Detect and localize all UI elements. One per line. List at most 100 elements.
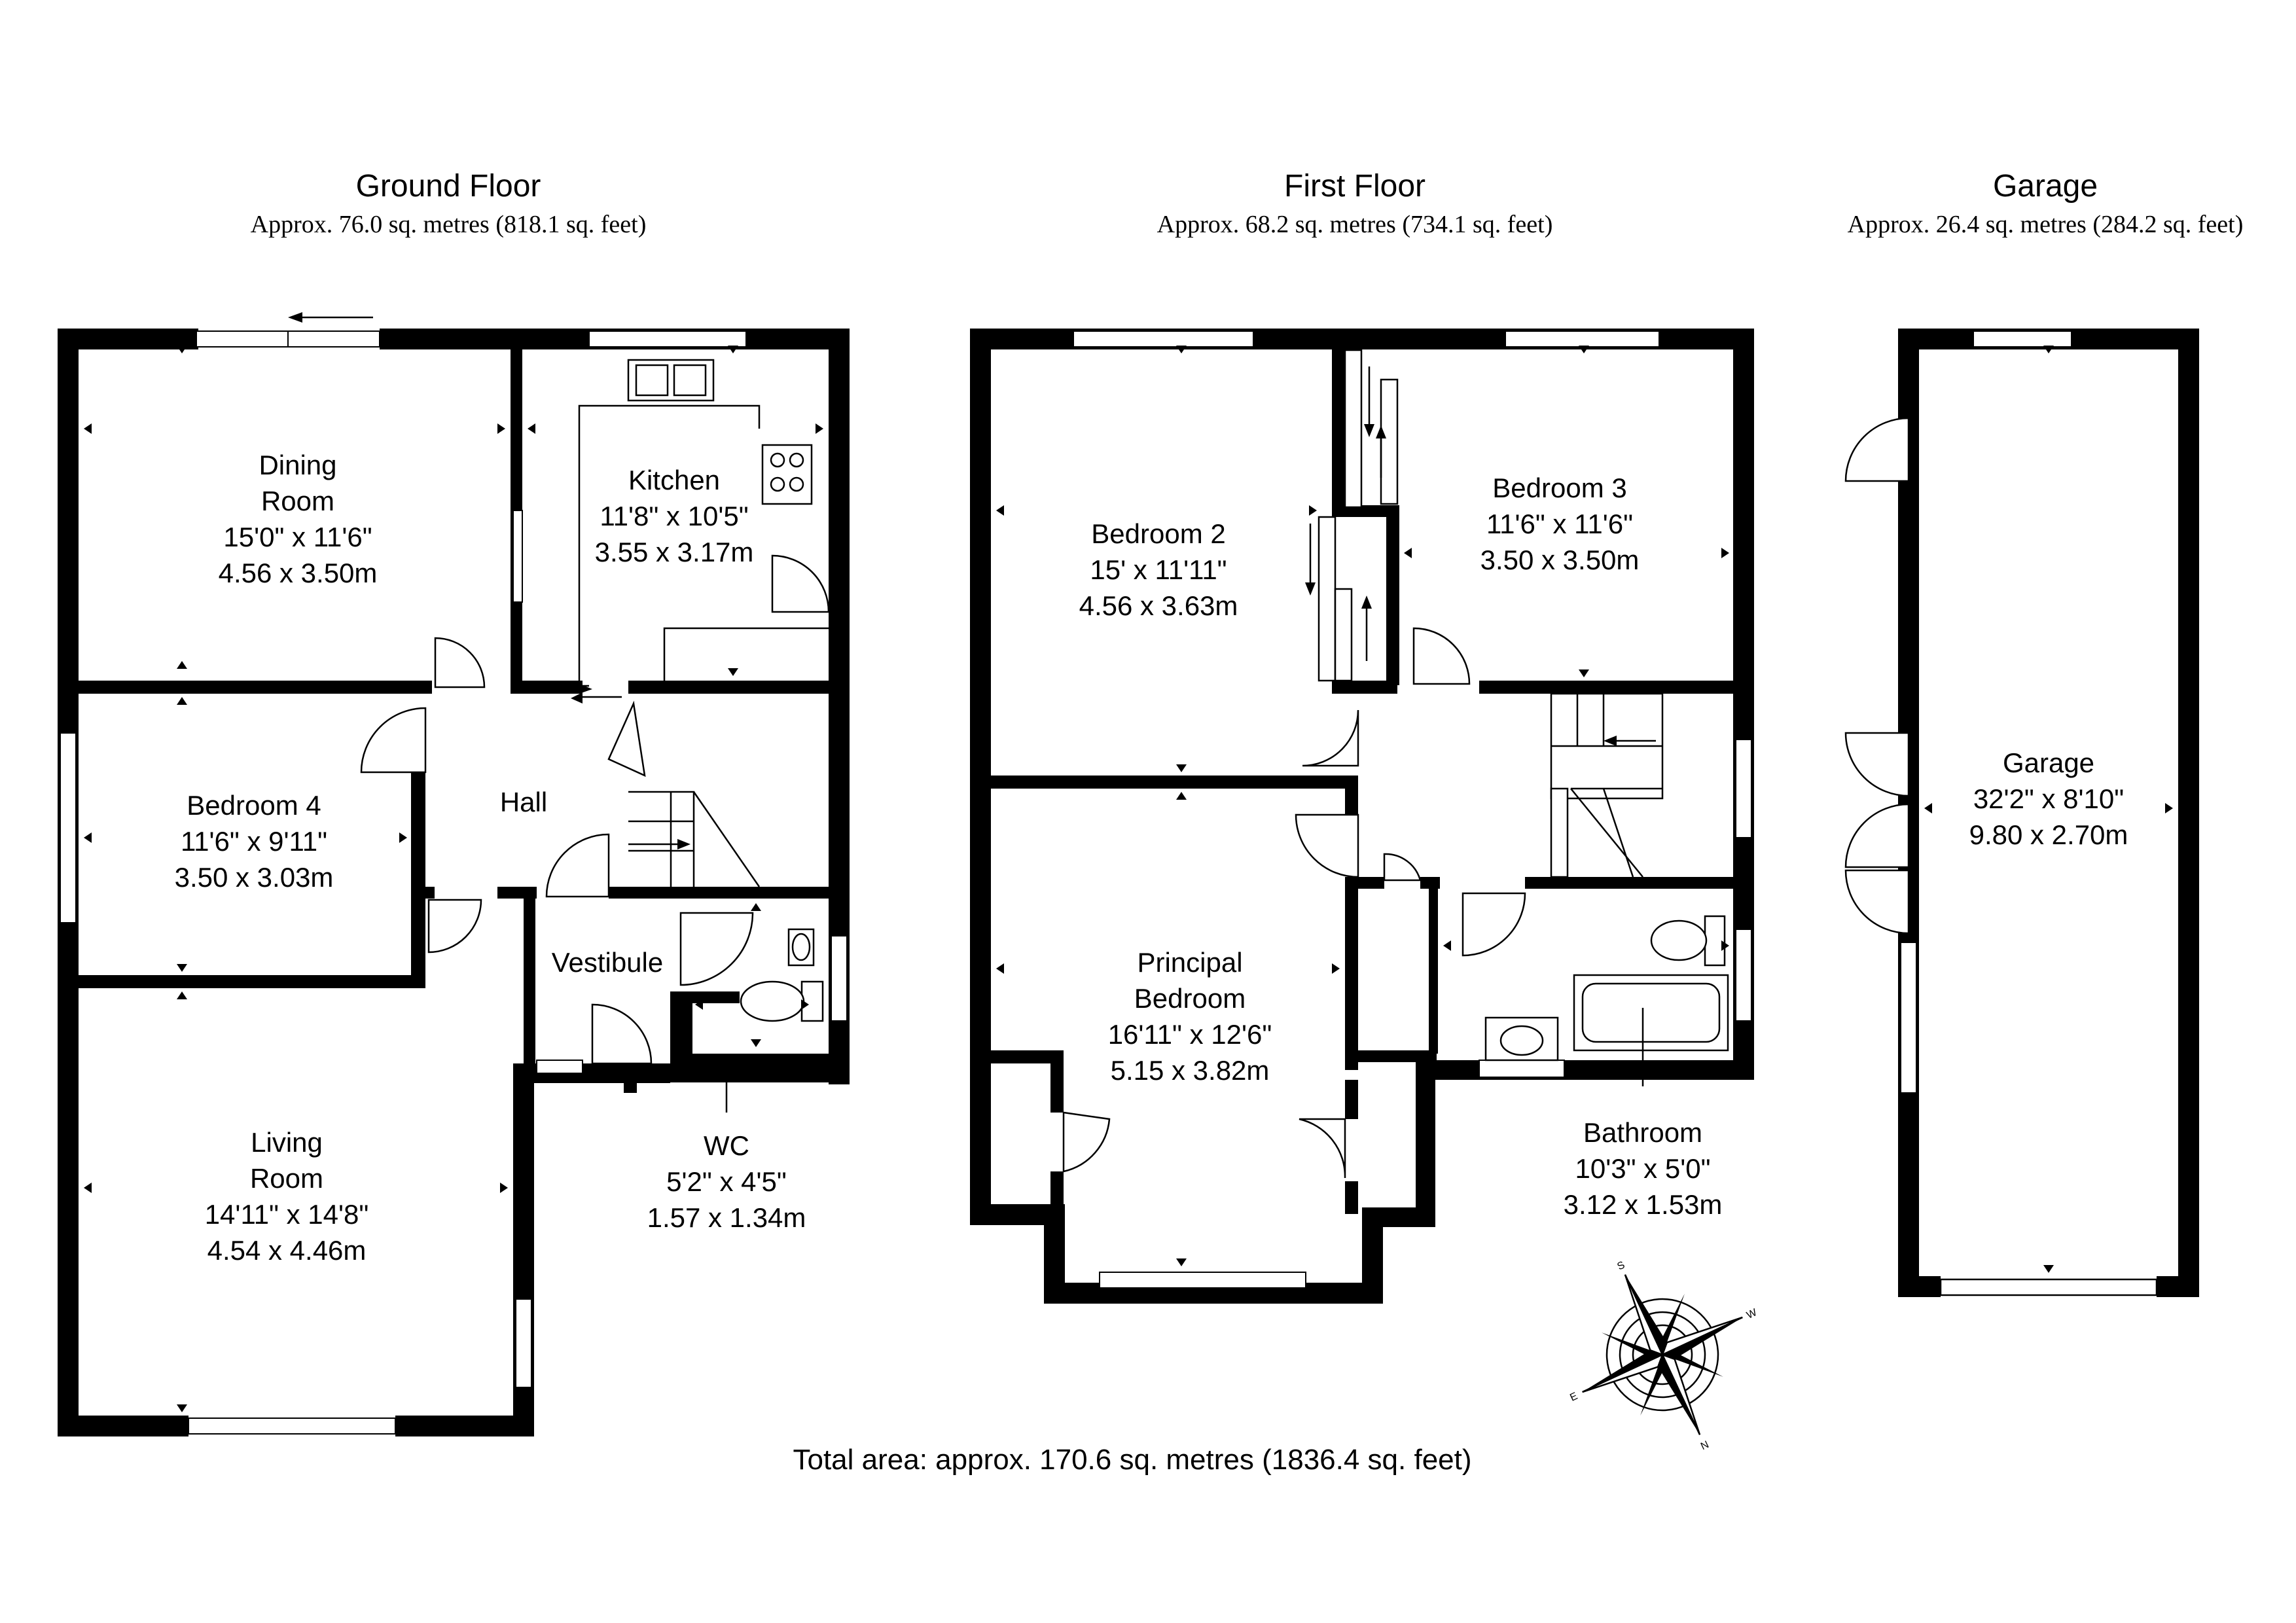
wall bbox=[1332, 505, 1397, 517]
arrow-right-icon bbox=[677, 839, 691, 849]
entrance-arrow-icon bbox=[615, 1063, 645, 1093]
door-swing bbox=[1844, 417, 1910, 482]
bedroom-2-metric: 4.56 x 3.63m bbox=[1079, 590, 1238, 621]
first-floor-title: First Floor bbox=[1284, 169, 1426, 204]
toilet-icon bbox=[1650, 919, 1708, 961]
door-swing bbox=[545, 833, 610, 898]
arrow-right-icon bbox=[579, 684, 592, 694]
window bbox=[1900, 942, 1917, 1094]
wall bbox=[1332, 340, 1345, 505]
dining-room-imperial: 15'0" x 11'6" bbox=[223, 522, 372, 552]
wc-imperial: 5'2" x 4'5" bbox=[666, 1166, 787, 1197]
wall bbox=[524, 887, 535, 1073]
wall bbox=[982, 1050, 1064, 1063]
principal-bedroom-imperial: 16'11" x 12'6" bbox=[1108, 1019, 1272, 1050]
total-area: Total area: approx. 170.6 sq. metres (18… bbox=[793, 1444, 1471, 1476]
wall bbox=[681, 991, 740, 1003]
staircase bbox=[628, 791, 695, 887]
window bbox=[1505, 330, 1660, 348]
door-swing bbox=[607, 700, 646, 777]
sink-bowl bbox=[635, 364, 669, 397]
kitchen-name: Kitchen bbox=[628, 465, 720, 495]
garage-imperial: 32'2" x 8'10" bbox=[1973, 783, 2124, 814]
wall bbox=[1332, 681, 1397, 694]
bathroom-metric: 3.12 x 1.53m bbox=[1564, 1189, 1723, 1220]
window bbox=[831, 935, 848, 1022]
door-swing bbox=[1062, 1111, 1111, 1173]
wall bbox=[411, 766, 425, 988]
window bbox=[512, 510, 523, 603]
wall bbox=[1429, 877, 1438, 1054]
sink-bowl bbox=[673, 364, 707, 397]
bathtub-icon bbox=[1573, 974, 1729, 1052]
wall bbox=[1898, 1276, 1941, 1297]
door-swing bbox=[434, 637, 486, 688]
arrow-left-icon bbox=[571, 692, 583, 704]
wall bbox=[511, 681, 583, 694]
bedroom-4-imperial: 11'6" x 9'11" bbox=[181, 826, 327, 857]
wardrobe bbox=[1380, 378, 1399, 505]
door-swing bbox=[1412, 627, 1471, 685]
bedroom-3-imperial: 11'6" x 11'6" bbox=[1486, 508, 1633, 539]
window bbox=[1479, 1060, 1565, 1078]
bedroom-3-name: Bedroom 3 bbox=[1492, 473, 1626, 503]
door-swing bbox=[1302, 709, 1359, 767]
window bbox=[1073, 330, 1254, 348]
ground-floor-title: Ground Floor bbox=[356, 169, 541, 204]
principal-bedroom-metric: 5.15 x 3.82m bbox=[1111, 1055, 1270, 1086]
wall bbox=[628, 681, 838, 694]
wall bbox=[2178, 329, 2199, 1297]
window bbox=[1099, 1272, 1306, 1289]
door-swing bbox=[1844, 803, 1910, 868]
door-swing bbox=[427, 899, 482, 954]
kitchen-worktop bbox=[578, 404, 761, 687]
garage-metric: 9.80 x 2.70m bbox=[1969, 819, 2128, 850]
wall bbox=[1345, 1050, 1437, 1062]
hall-name: Hall bbox=[500, 787, 547, 817]
window bbox=[1973, 330, 2072, 348]
door-swing bbox=[360, 707, 427, 774]
wall bbox=[1898, 481, 1919, 733]
vestibule-name: Vestibule bbox=[552, 947, 663, 978]
wall bbox=[1345, 789, 1358, 815]
wall bbox=[1050, 1171, 1064, 1211]
door-swing bbox=[591, 1003, 653, 1065]
wall bbox=[1345, 1181, 1358, 1214]
window bbox=[1735, 739, 1752, 838]
bathroom-imperial: 10'3" x 5'0" bbox=[1575, 1153, 1711, 1184]
window bbox=[188, 1418, 396, 1435]
wall bbox=[1345, 1080, 1358, 1119]
wall bbox=[1898, 796, 1919, 805]
wall bbox=[1345, 877, 1384, 889]
compass-letter-s: S bbox=[1615, 1260, 1626, 1273]
arrow-down-icon bbox=[1305, 582, 1316, 596]
arrow-down-icon bbox=[1364, 424, 1374, 437]
door-swing bbox=[771, 554, 830, 613]
door-swing bbox=[1299, 1118, 1346, 1179]
window bbox=[287, 330, 380, 348]
kitchen-unit bbox=[663, 627, 829, 684]
wall bbox=[395, 1416, 534, 1436]
arrow-up-icon bbox=[1361, 596, 1372, 609]
garage-area: Approx. 26.4 sq. metres (284.2 sq. feet) bbox=[1848, 211, 2244, 238]
principal-bedroom-name: Principal bbox=[1137, 947, 1242, 978]
window bbox=[196, 330, 289, 348]
door-swing bbox=[1383, 853, 1422, 882]
window bbox=[536, 1060, 583, 1074]
wall bbox=[670, 1054, 850, 1082]
wall bbox=[1050, 1050, 1064, 1113]
stair-balustrade bbox=[1550, 787, 1569, 878]
wardrobe bbox=[1344, 349, 1363, 508]
wall bbox=[2157, 1276, 2199, 1297]
wardrobe bbox=[1318, 516, 1336, 682]
dining-room-name-line2: Room bbox=[261, 486, 334, 516]
toilet-icon bbox=[740, 980, 805, 1022]
ground-floor-heading: Ground Floor Approx. 76.0 sq. metres (81… bbox=[251, 169, 647, 238]
basin-icon bbox=[1484, 1016, 1559, 1061]
door-swing bbox=[1462, 892, 1526, 957]
arrow-up-icon bbox=[1376, 425, 1386, 438]
wardrobe bbox=[1334, 588, 1353, 682]
living-room-imperial: 14'11" x 14'8" bbox=[205, 1199, 369, 1230]
bedroom-3-metric: 3.50 x 3.50m bbox=[1480, 544, 1640, 575]
